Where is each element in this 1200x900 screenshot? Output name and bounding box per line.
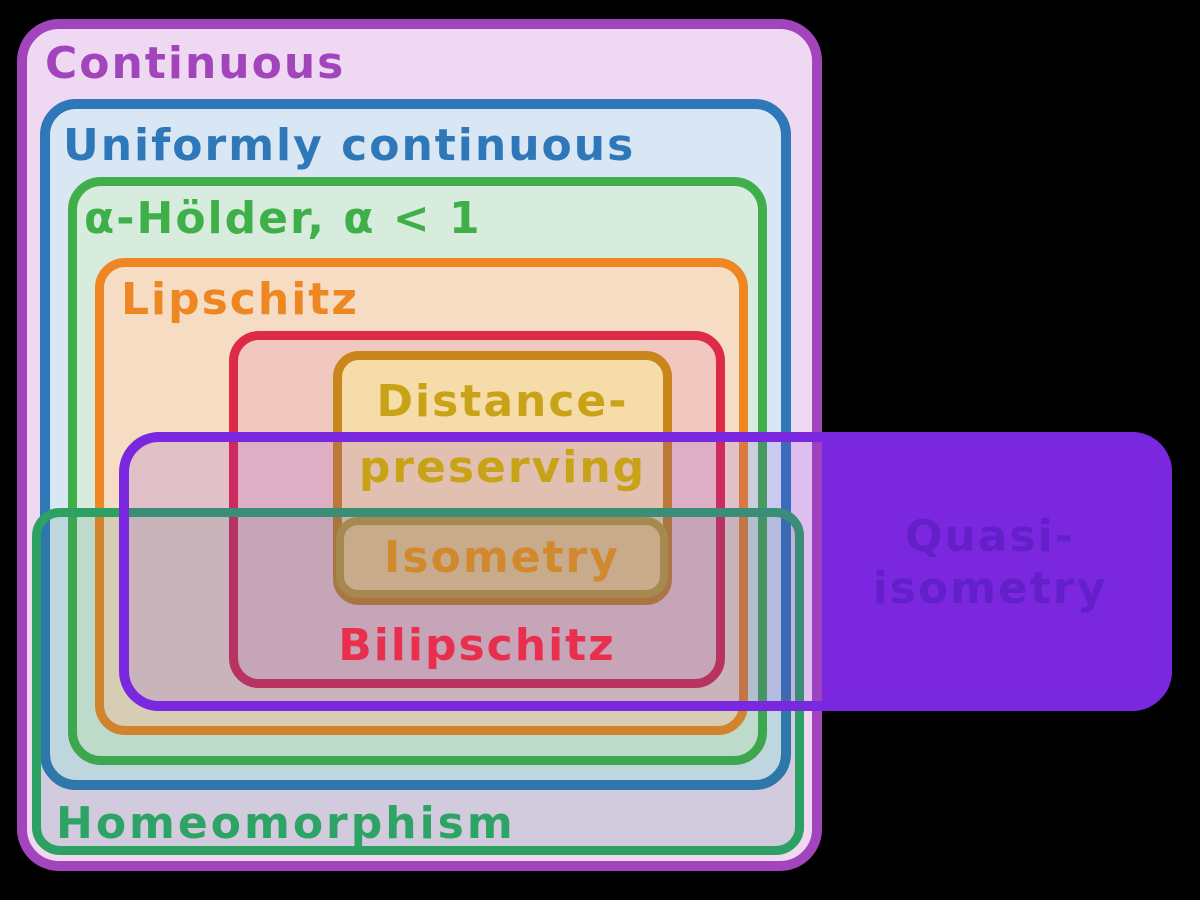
label-bilipschitz: Bilipschitz [338,620,616,671]
label-quasi-isometry: Quasi- isometry [822,511,1158,615]
box-isometry [336,517,668,598]
box-homeomorphism [32,508,804,855]
label-continuous: Continuous [45,38,346,89]
label-homeomorphism: Homeomorphism [56,798,516,849]
label-alpha-holder: α-Hölder, α < 1 [84,193,482,244]
label-quasi-isometry-line1: Quasi- [905,511,1075,562]
box-quasi-isometry [119,432,1172,711]
label-isometry: Isometry [384,532,620,583]
label-distance-preserving-line2: preserving [358,442,647,493]
label-lipschitz: Lipschitz [121,274,359,325]
label-uniformly-continuous: Uniformly continuous [63,120,636,171]
label-distance-preserving-line1: Distance- [376,376,629,427]
label-quasi-isometry-line2: isometry [872,563,1108,614]
